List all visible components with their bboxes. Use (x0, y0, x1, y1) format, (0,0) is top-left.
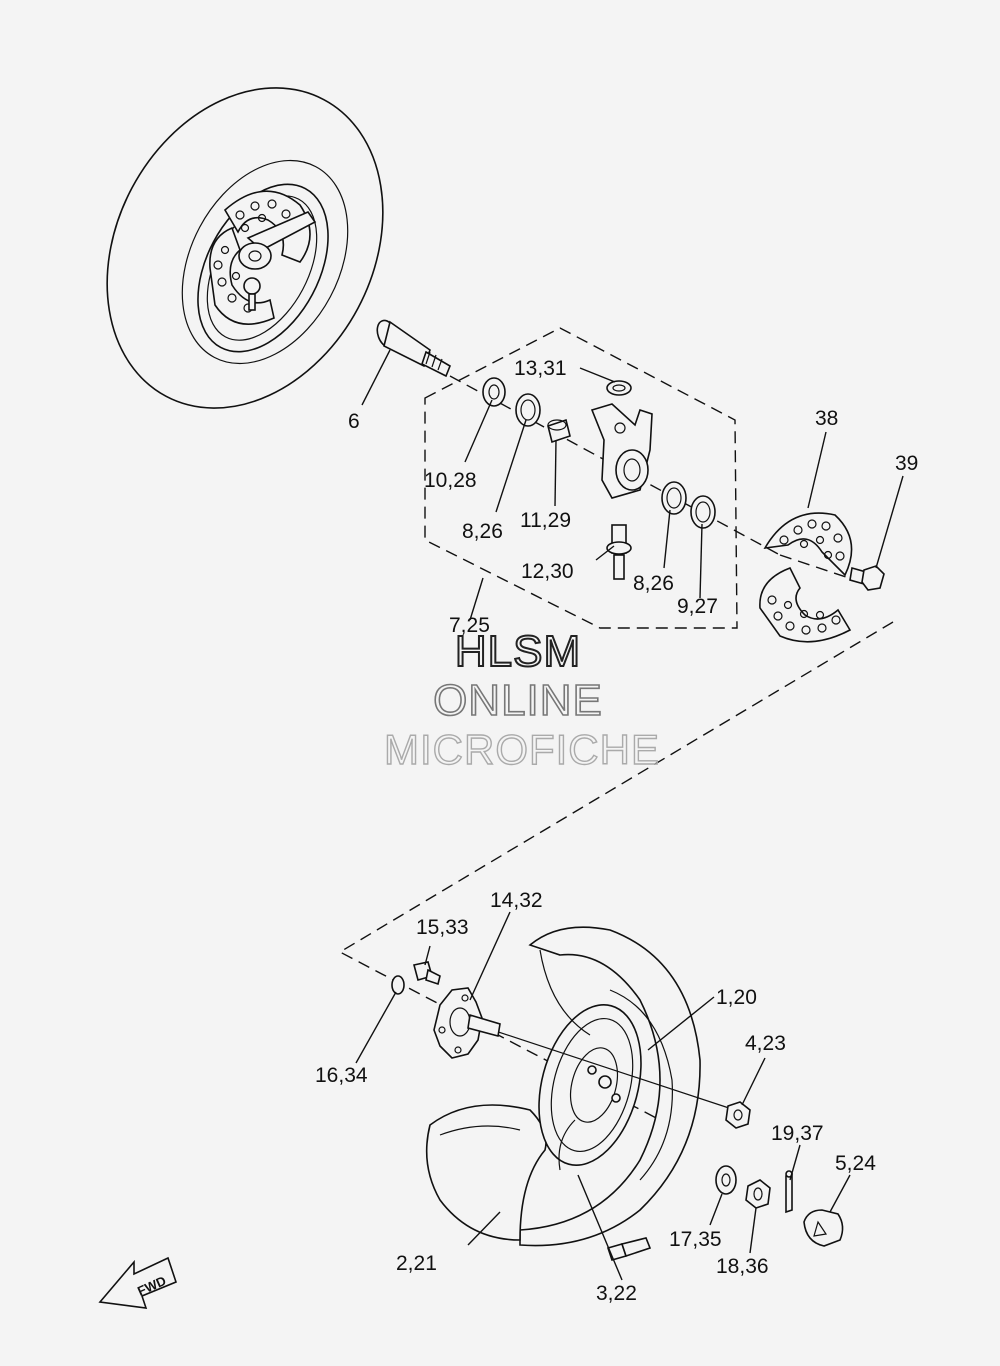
callout-5-24: 5,24 (835, 1152, 876, 1175)
part-3-22-valve (606, 1237, 652, 1261)
callout-18-36: 18,36 (716, 1255, 769, 1278)
callout-7-25: 7,25 (449, 614, 490, 637)
part-18-36-nut (745, 1179, 771, 1209)
leader-lines (355, 349, 904, 1281)
axle-centerline-upper (449, 375, 781, 556)
watermark-line-1: HLSM (455, 627, 581, 676)
callout-14-32: 14,32 (490, 889, 543, 912)
part-17-35-washer (715, 1165, 737, 1195)
part-6-axle (376, 319, 451, 378)
callout-8-26-left: 8,26 (462, 520, 503, 543)
callout-3-22: 3,22 (596, 1282, 637, 1305)
callout-11-29: 11,29 (520, 509, 571, 532)
callout-13-31: 13,31 (514, 357, 567, 380)
callout-2-21: 2,21 (396, 1252, 437, 1275)
callout-17-35: 17,35 (669, 1228, 722, 1251)
callout-19-37: 19,37 (771, 1122, 824, 1145)
callout-15-33: 15,33 (416, 916, 469, 939)
callout-38: 38 (815, 407, 838, 430)
callout-12-30: 12,30 (521, 560, 574, 583)
part-12-30-ball-joint (606, 524, 632, 580)
hub-axis-line (461, 1019, 736, 1111)
part-16-34-o-ring (391, 975, 405, 995)
callout-16-34: 16,34 (315, 1064, 368, 1087)
callout-10-28: 10,28 (424, 469, 477, 492)
assembly-7-25-boundary (424, 327, 738, 629)
part-11-29-collar (547, 418, 571, 444)
steering-knuckle (590, 403, 653, 499)
callout-8-26-right: 8,26 (633, 572, 674, 595)
watermark-line-3: MICROFICHE (384, 726, 660, 773)
callout-39: 39 (895, 452, 918, 475)
callout-4-23: 4,23 (745, 1032, 786, 1055)
callout-9-27: 9,27 (677, 595, 718, 618)
part-10-28-seal (482, 377, 506, 407)
callout-1-20: 1,20 (716, 986, 757, 1009)
part-38-brake-disc (759, 512, 853, 643)
callout-labels: 6 13,31 10,28 8,26 11,29 12,30 8,26 9,27… (315, 357, 918, 1305)
part-39-bolt (849, 565, 885, 591)
part-8-26-bearing-left (515, 393, 541, 427)
part-13-31-clip (606, 380, 632, 396)
watermark-line-2: ONLINE (433, 676, 603, 725)
fwd-arrow-icon: FWD (98, 1256, 177, 1309)
part-14-32-hub (433, 987, 501, 1059)
upper-wheel-assembly (106, 87, 384, 409)
watermark: HLSM ONLINE MICROFICHE (383, 626, 660, 774)
callout-6: 6 (348, 410, 360, 433)
part-15-33-bolt (413, 961, 441, 986)
part-4-23-nut (725, 1101, 751, 1129)
lower-wheel-assembly (425, 926, 701, 1247)
part-8-26-bearing-right (661, 481, 687, 515)
part-5-24-cap (803, 1209, 844, 1247)
part-9-27-seal (690, 495, 716, 529)
